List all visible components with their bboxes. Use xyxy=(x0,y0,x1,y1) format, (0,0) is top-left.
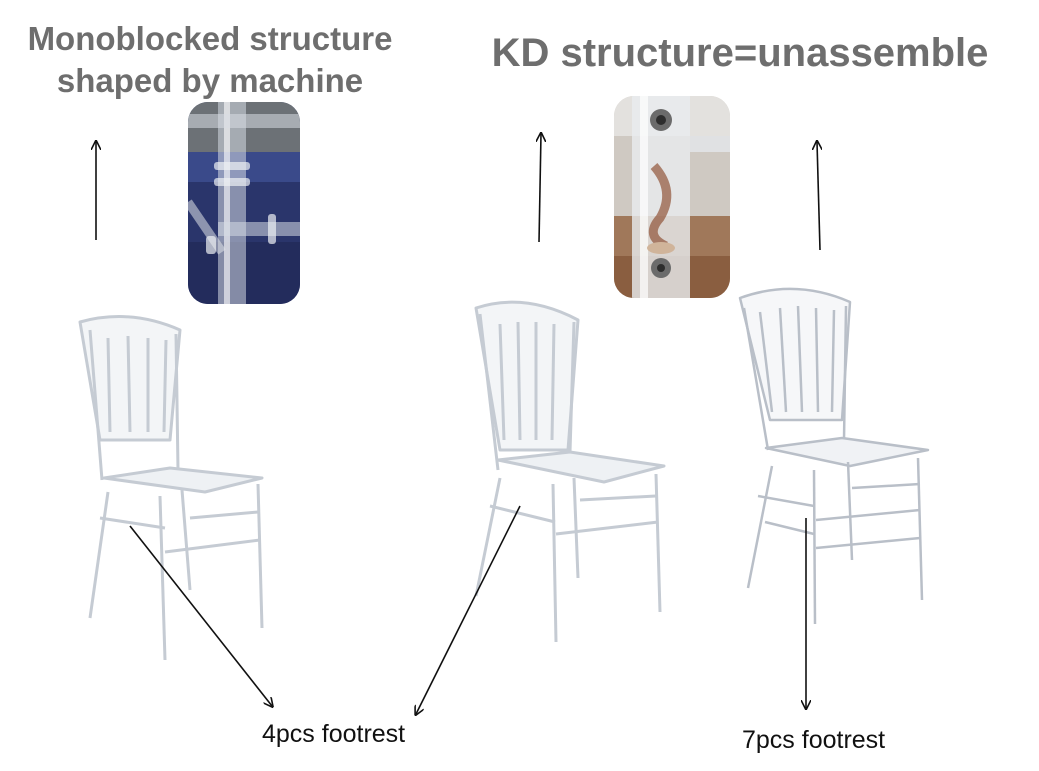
up-arrow-middle xyxy=(539,134,541,243)
up-arrow-right xyxy=(817,142,820,251)
arrow-to-4pcs-from-left-chair xyxy=(129,525,272,706)
monoblocked-joint-illustration xyxy=(188,102,300,304)
chair-monoblocked xyxy=(78,315,264,661)
closeup-photo-kd-joint xyxy=(614,96,730,298)
chair-kd-right xyxy=(738,287,930,625)
title-kd-structure: KD structure=unassemble xyxy=(491,31,989,75)
caption-7pcs-footrest: 7pcs footrest xyxy=(742,726,886,754)
caption-4pcs-footrest: 4pcs footrest xyxy=(262,720,406,748)
kd-joint-illustration xyxy=(614,96,730,298)
closeup-photo-monoblocked-joint xyxy=(188,102,300,304)
footrest-arrows xyxy=(129,505,806,714)
title-monoblocked-structure: Monoblocked structure shaped by machine xyxy=(27,20,393,99)
arrow-to-4pcs-from-middle-chair xyxy=(416,505,521,714)
up-arrows xyxy=(96,134,820,251)
chair-kd-middle xyxy=(474,300,666,643)
